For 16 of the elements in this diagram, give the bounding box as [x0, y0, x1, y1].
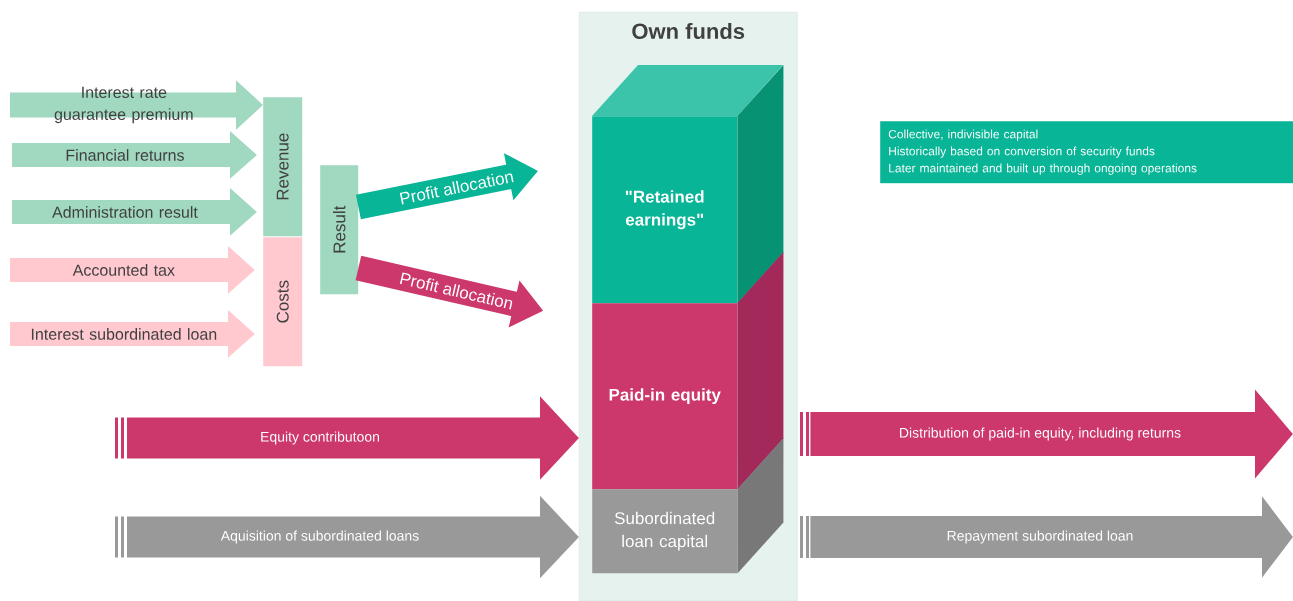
- category-box: Costs: [263, 237, 303, 367]
- edge-label: Equity contributoon: [261, 431, 379, 445]
- edge-label: Profit allocation: [399, 272, 513, 310]
- edge-label: Financial returns: [66, 149, 184, 161]
- cube-segment: "Retained earnings": [592, 65, 784, 304]
- edge-label: Distribution of paid-in equity, including returns: [900, 427, 1181, 441]
- edge-label: Profit allocation: [399, 173, 514, 205]
- edge-label: Aquisition of subordinated loans: [220, 530, 419, 544]
- edge-label: Administration result: [52, 206, 198, 218]
- edge-label: Repayment subordinated loan: [947, 530, 1133, 544]
- category-box: Result: [320, 165, 359, 295]
- edge-label: Accounted tax: [72, 264, 175, 276]
- cube-segment: Paid-in equity: [592, 252, 784, 490]
- cube-segment: Subordinated loan capital: [592, 438, 784, 574]
- text-box: Collective, indivisible capital Historically based on conversion of security funds Later maintained and built up through ongoing operations: [880, 121, 1293, 184]
- edge-label: Interest subordinated loan: [31, 328, 217, 340]
